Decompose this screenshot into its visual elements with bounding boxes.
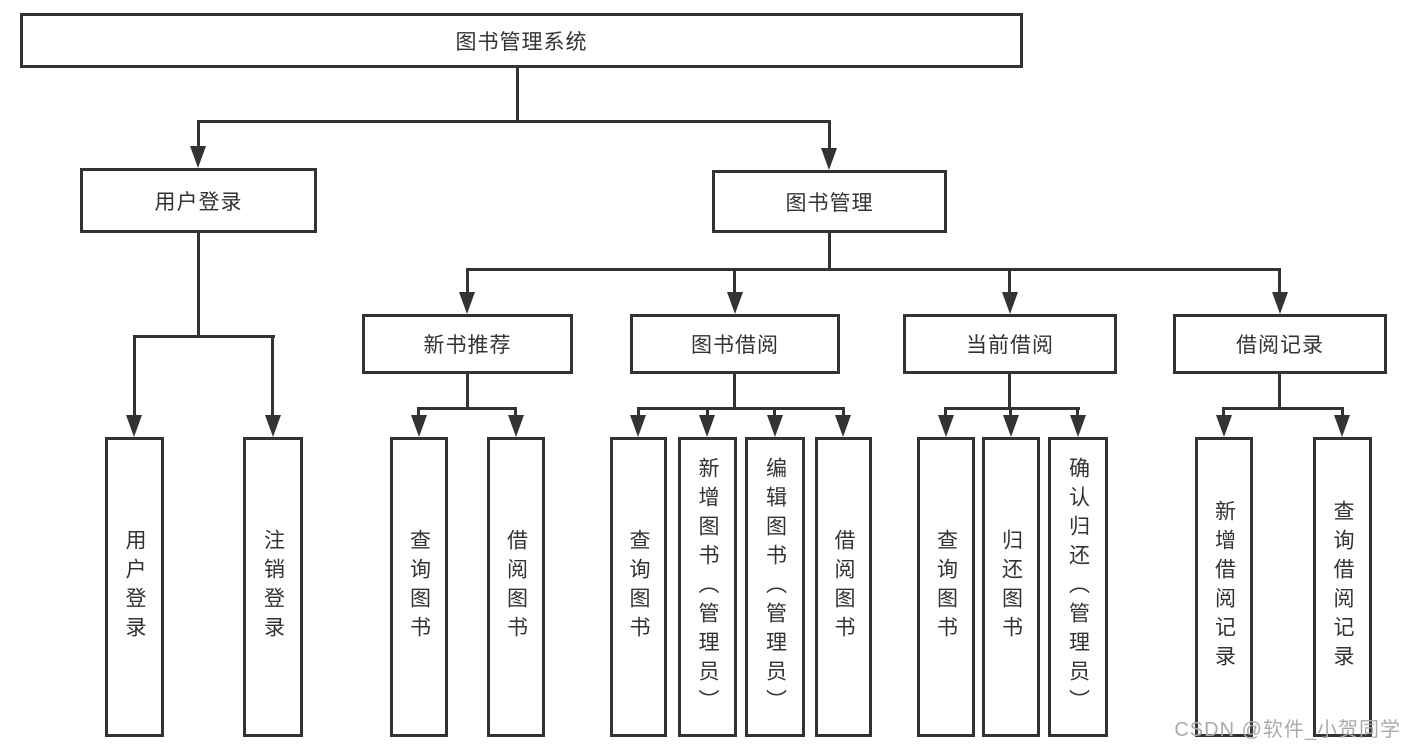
- arrow-down-icon: [459, 292, 475, 314]
- connector-new-book-stem: [466, 374, 469, 407]
- connector-root-stem: [516, 68, 519, 120]
- connector-drop-line: [1341, 407, 1344, 416]
- leaf-query-borrow-record-label: 查询借阅记录: [1331, 500, 1354, 674]
- connector-borrow-record-stem: [1278, 374, 1281, 407]
- connector-borrow-record-bar: [1222, 407, 1344, 410]
- leaf-edit-book-admin-label: 编辑图书（管理员）: [763, 456, 787, 718]
- connector-drop-line: [637, 407, 640, 416]
- leaf-add-borrow-record: 新增借阅记录: [1195, 437, 1253, 737]
- leaf-query-book-2-label: 查询图书: [627, 529, 650, 645]
- node-borrow-record-label: 借阅记录: [1236, 334, 1324, 357]
- node-book-borrow: 图书借阅: [630, 314, 840, 374]
- connector-drop-line: [842, 407, 845, 416]
- connector-drop-line: [133, 335, 136, 415]
- node-library-system: 图书管理系统: [20, 13, 1023, 68]
- node-user-login: 用户登录: [80, 168, 317, 233]
- arrow-down-icon: [1334, 415, 1350, 437]
- arrow-down-icon: [1003, 415, 1019, 437]
- connector-drop-line: [466, 268, 469, 292]
- leaf-confirm-return-admin-label: 确认归还（管理员）: [1066, 456, 1090, 718]
- connector-drop-line: [1008, 268, 1011, 292]
- node-book-borrow-label: 图书借阅: [691, 334, 779, 357]
- leaf-borrow-book-2-label: 借阅图书: [832, 529, 855, 645]
- connector-drop-line: [1222, 407, 1225, 416]
- leaf-logout: 注销登录: [243, 437, 303, 737]
- leaf-query-book-1: 查询图书: [390, 437, 448, 737]
- node-book-management-label: 图书管理: [785, 191, 874, 215]
- leaf-borrow-book-1: 借阅图书: [487, 437, 545, 737]
- leaf-query-book-3: 查询图书: [917, 437, 975, 737]
- connector-drop-line: [733, 268, 736, 292]
- arrow-down-icon: [821, 148, 837, 170]
- arrow-down-icon: [1216, 415, 1232, 437]
- connector-drop-line: [773, 407, 776, 416]
- connector-drop-line: [1009, 407, 1012, 416]
- leaf-user-login-label: 用户登录: [123, 529, 146, 645]
- node-book-management: 图书管理: [712, 170, 947, 233]
- node-new-book-recommend: 新书推荐: [362, 314, 573, 374]
- arrow-down-icon: [190, 146, 206, 168]
- leaf-borrow-book-1-label: 借阅图书: [504, 529, 528, 645]
- connector-current-borrow-bar: [944, 407, 1080, 410]
- leaf-logout-label: 注销登录: [261, 529, 285, 645]
- connector-new-book-bar: [417, 407, 517, 410]
- connector-book-borrow-bar: [637, 407, 845, 410]
- arrow-down-icon: [265, 415, 281, 437]
- arrow-down-icon: [835, 415, 851, 437]
- connector-drop-line: [197, 120, 200, 146]
- node-current-borrow-label: 当前借阅: [966, 334, 1054, 357]
- arrow-down-icon: [630, 415, 646, 437]
- arrow-down-icon: [508, 415, 524, 437]
- node-library-system-label: 图书管理系统: [455, 30, 588, 54]
- connector-root-bar: [197, 120, 831, 123]
- leaf-query-borrow-record: 查询借阅记录: [1313, 437, 1372, 737]
- csdn-watermark: CSDN @软件_小贺同学: [1174, 719, 1401, 741]
- arrow-down-icon: [699, 415, 715, 437]
- node-user-login-label: 用户登录: [154, 190, 243, 214]
- arrow-down-icon: [1070, 415, 1086, 437]
- leaf-edit-book-admin: 编辑图书（管理员）: [745, 437, 805, 737]
- leaf-add-book-admin: 新增图书（管理员）: [678, 437, 737, 737]
- connector-book-mgmt-bar: [466, 268, 1281, 271]
- arrow-down-icon: [767, 415, 783, 437]
- connector-drop-line: [828, 120, 831, 148]
- leaf-return-book: 归还图书: [982, 437, 1040, 737]
- arrow-down-icon: [1272, 292, 1288, 314]
- leaf-confirm-return-admin: 确认归还（管理员）: [1048, 437, 1108, 737]
- connector-drop-line: [706, 407, 709, 416]
- connector-user-login-bar: [133, 335, 275, 338]
- leaf-borrow-book-2: 借阅图书: [815, 437, 872, 737]
- node-new-book-recommend-label: 新书推荐: [423, 334, 512, 357]
- connector-user-login-stem: [197, 233, 200, 335]
- connector-drop-line: [514, 407, 517, 416]
- connector-book-borrow-stem: [733, 374, 736, 407]
- node-current-borrow: 当前借阅: [903, 314, 1117, 374]
- leaf-query-book-3-label: 查询图书: [934, 529, 958, 645]
- connector-book-mgmt-stem: [828, 233, 831, 268]
- arrow-down-icon: [1002, 292, 1018, 314]
- connector-drop-line: [271, 335, 274, 415]
- arrow-down-icon: [938, 415, 954, 437]
- leaf-return-book-label: 归还图书: [999, 529, 1023, 645]
- connector-drop-line: [1076, 407, 1079, 416]
- node-borrow-record: 借阅记录: [1173, 314, 1387, 374]
- arrow-down-icon: [126, 415, 142, 437]
- connector-drop-line: [1278, 268, 1281, 292]
- connector-drop-line: [417, 407, 420, 416]
- arrow-down-icon: [727, 292, 743, 314]
- connector-current-borrow-stem: [1008, 374, 1011, 407]
- leaf-add-borrow-record-label: 新增借阅记录: [1212, 500, 1236, 674]
- arrow-down-icon: [411, 415, 427, 437]
- leaf-query-book-2: 查询图书: [610, 437, 667, 737]
- leaf-add-book-admin-label: 新增图书（管理员）: [696, 456, 719, 718]
- connector-drop-line: [944, 407, 947, 416]
- leaf-query-book-1-label: 查询图书: [407, 529, 431, 645]
- leaf-user-login: 用户登录: [105, 437, 164, 737]
